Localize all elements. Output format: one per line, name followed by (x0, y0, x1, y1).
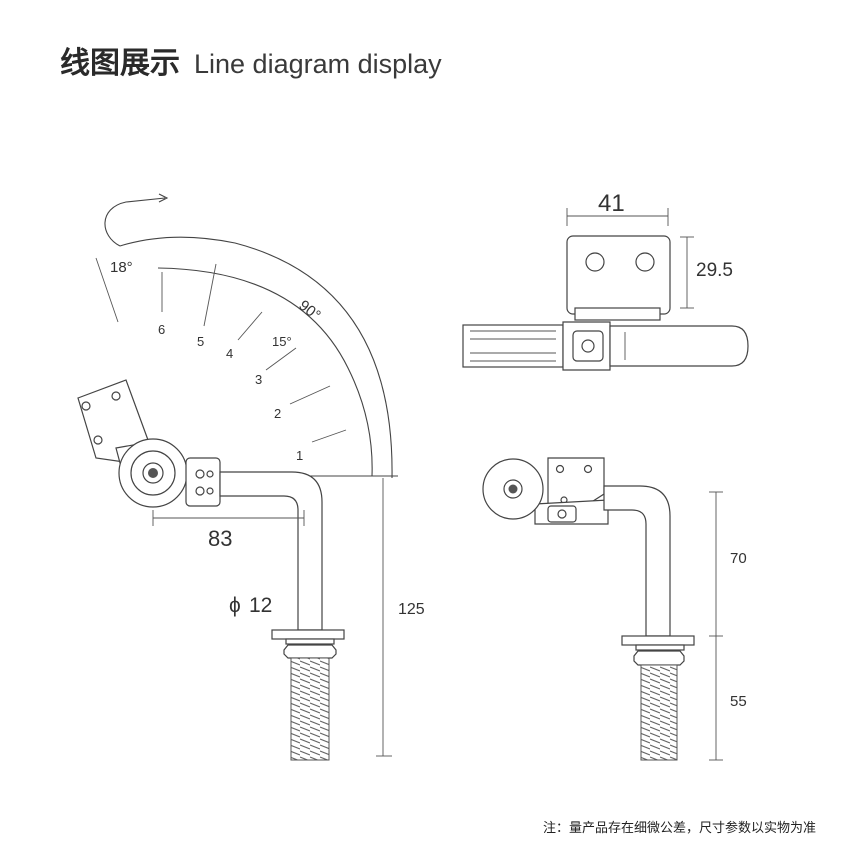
right-side-view: 70 55 (482, 457, 747, 761)
rotation-arrow-head (158, 193, 169, 203)
dim-diameter-label: 12 (249, 594, 272, 617)
page-header: 线图展示 Line diagram display (60, 38, 442, 82)
rotation-arc (104, 197, 166, 247)
dim-width-label: 41 (598, 190, 625, 217)
dim-lower-label: 55 (730, 693, 747, 710)
left-washer-base (285, 638, 335, 645)
angle-tick-5 (203, 263, 217, 327)
angle-start-label: 18° (110, 259, 133, 276)
dim-height-label: 125 (398, 601, 425, 618)
left-view: 18° 90° 15° 6 5 4 3 2 1 (77, 193, 425, 761)
start-angle-line (95, 257, 119, 323)
dim-arm-length-label: 83 (208, 526, 232, 551)
dim-height-29-5-label: 29.5 (696, 260, 733, 281)
angle-tick-2 (289, 385, 331, 405)
angle-total-label: 90° (295, 297, 323, 324)
dim-upper-label: 70 (730, 550, 747, 567)
position-label-3: 3 (255, 372, 262, 387)
page-title-cn: 线图展示 (60, 46, 180, 81)
position-label-2: 2 (274, 406, 281, 421)
right-rod (603, 485, 671, 637)
right-threaded-stud (640, 664, 678, 761)
footnote: 注：量产品存在细微公差，尺寸参数以实物为准 (542, 821, 816, 836)
angle-tick-3 (265, 347, 297, 371)
left-washer (271, 629, 345, 640)
left-hinge-wheel (118, 438, 188, 508)
outer-quarter-arc (119, 236, 393, 479)
diameter-symbol: ϕ (229, 594, 241, 617)
right-top-view: 41 29.5 (462, 190, 749, 371)
right-hinge-wheel (482, 458, 544, 520)
top-plate (566, 235, 671, 315)
angle-tick-4 (237, 311, 263, 341)
right-washer-base (635, 644, 685, 651)
angle-tick-1 (311, 429, 347, 443)
right-nut (633, 650, 685, 666)
position-label-4: 4 (226, 346, 233, 361)
position-label-1: 1 (296, 448, 303, 463)
position-label-5: 5 (197, 334, 204, 349)
position-label-6: 6 (158, 322, 165, 337)
left-threaded-stud (290, 657, 330, 761)
angle-step-label: 15° (272, 334, 292, 349)
page-title-en: Line diagram display (194, 49, 442, 79)
left-clamp-block (185, 457, 221, 507)
left-nut (283, 644, 337, 659)
right-washer (621, 635, 695, 646)
inner-quarter-arc (157, 267, 373, 477)
